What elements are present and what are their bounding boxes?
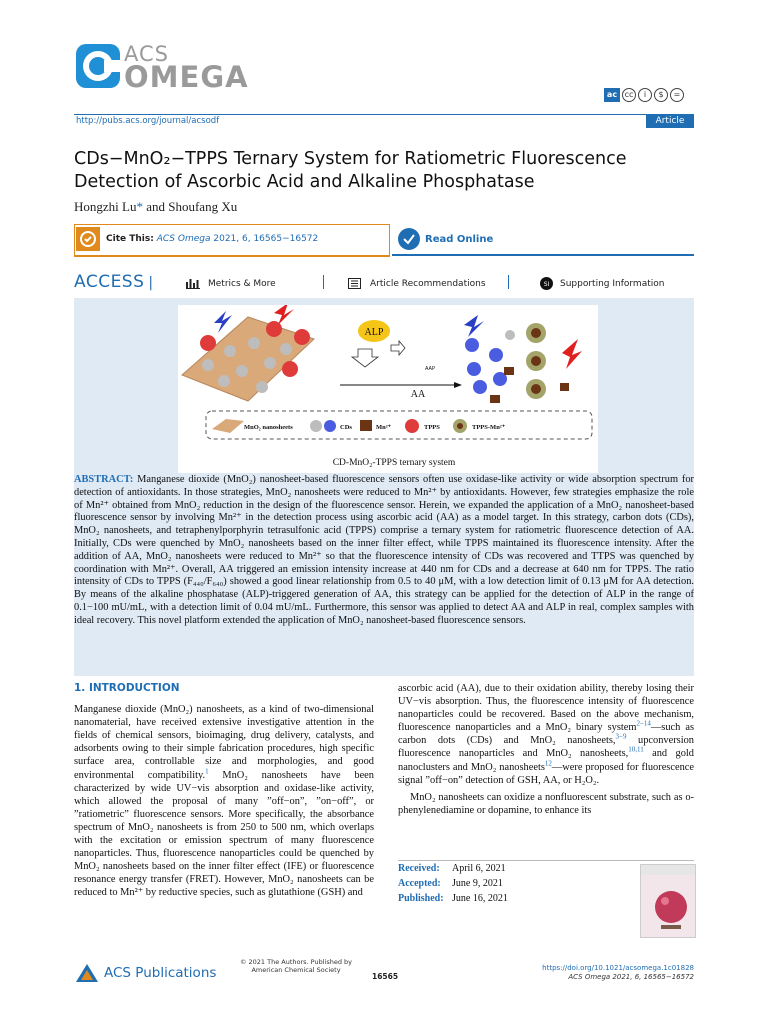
- publisher-name: ACS Publications: [104, 965, 217, 981]
- intro-paragraph-2: MnO₂ nanosheets can oxidize a nonfluores…: [398, 791, 694, 816]
- cite-details[interactable]: 2021, 6, 16565−16572: [210, 234, 319, 244]
- recommendations-document-icon[interactable]: [348, 278, 361, 289]
- legend-cds: CDs: [340, 424, 352, 431]
- access-label: ACCESS|: [74, 272, 154, 292]
- author-xu[interactable]: and Shoufang Xu: [142, 199, 238, 214]
- cite-quote-icon[interactable]: [76, 227, 100, 251]
- supporting-info-icon[interactable]: SI: [540, 277, 553, 290]
- cite-journal-link[interactable]: ACS Omega: [156, 234, 211, 244]
- footer-journal-citation: ACS Omega 2021, 6, 16565−16572: [568, 973, 694, 981]
- copyright-notice: © 2021 The Authors. Published by America…: [239, 958, 353, 974]
- logo-acs-text: ACS: [124, 42, 169, 66]
- cite-this-box: [74, 224, 390, 257]
- toc-aap-label: AAP: [425, 366, 435, 372]
- access-separator: [323, 275, 324, 289]
- intro-paragraph-1: Manganese dioxide (MnO₂) nanosheets, as …: [74, 704, 374, 899]
- page-number: 16565: [372, 972, 399, 981]
- article-recommendations-link[interactable]: Article Recommendations: [370, 279, 486, 289]
- header-rule: [74, 114, 694, 130]
- journal-url-link[interactable]: http://pubs.acs.org/journal/acsodf: [76, 116, 220, 126]
- by-icon[interactable]: i: [638, 88, 652, 102]
- supporting-information-link[interactable]: Supporting Information: [560, 279, 665, 289]
- section-heading-introduction: 1. INTRODUCTION: [74, 682, 180, 694]
- title-line-2: Detection of Ascorbic Acid and Alkaline …: [74, 172, 535, 192]
- toc-aa-label: AA: [411, 389, 426, 400]
- doi-link[interactable]: https://doi.org/10.1021/acsomega.1c01828: [542, 964, 694, 972]
- publication-dates: Received:April 6, 2021 Accepted:June 9, …: [398, 860, 694, 917]
- access-separator: [508, 275, 509, 289]
- accepted-date-row: Accepted:June 9, 2021: [398, 878, 503, 889]
- nd-icon[interactable]: =: [670, 88, 684, 102]
- title-line-1: CDs−MnO₂−TPPS Ternary System for Ratiome…: [74, 149, 627, 169]
- received-date-row: Received:April 6, 2021: [398, 863, 506, 874]
- toc-graphic[interactable]: ALP AAP AA MnO₂ nanosheets CDs Mn²⁺ TPPS…: [178, 303, 598, 473]
- omega-logo-icon: [76, 44, 120, 88]
- legend-mn2: Mn²⁺: [376, 424, 392, 431]
- nc-icon[interactable]: $: [654, 88, 668, 102]
- logo-omega-text: OMEGA: [124, 60, 249, 94]
- read-online-box: [392, 224, 694, 256]
- page-title: CDs−MnO₂−TPPS Ternary System for Ratiome…: [74, 148, 694, 194]
- journal-cover-image[interactable]: [640, 864, 696, 938]
- svg-text:SI: SI: [544, 281, 550, 288]
- footer-citation: https://doi.org/10.1021/acsomega.1c01828…: [520, 964, 694, 982]
- legend-tpps-mn: TPPS-Mn²⁺: [472, 424, 506, 431]
- acs-publications-logo[interactable]: ACS Publications: [74, 962, 234, 988]
- read-online-icon[interactable]: [398, 228, 420, 250]
- abstract-body: Manganese dioxide (MnO₂) nanosheet-based…: [74, 474, 694, 626]
- acs-omega-logo: ACS OMEGA: [74, 40, 274, 96]
- reference-link[interactable]: 12: [544, 759, 552, 768]
- toc-alp-label: ALP: [365, 327, 384, 338]
- cc-icon[interactable]: cc: [622, 88, 636, 102]
- metrics-bar-chart-icon[interactable]: [186, 278, 200, 289]
- intro-right-column: ascorbic acid (AA), due to their oxidati…: [398, 682, 694, 817]
- article-type-badge: Article: [646, 114, 694, 128]
- cite-label: Cite This:: [106, 234, 154, 244]
- cite-text: Cite This: ACS Omega 2021, 6, 16565−1657…: [106, 234, 318, 244]
- author-list: Hongzhi Lu* and Shoufang Xu: [74, 199, 237, 215]
- toc-caption: CD-MnO₂-TPPS ternary system: [333, 458, 456, 468]
- reference-link[interactable]: 2−14: [636, 719, 651, 728]
- reference-link[interactable]: 3−9: [615, 732, 627, 741]
- author-lu[interactable]: Hongzhi Lu: [74, 199, 137, 214]
- metrics-more-link[interactable]: Metrics & More: [208, 279, 276, 289]
- ac-icon[interactable]: ac: [604, 88, 620, 102]
- read-online-link[interactable]: Read Online: [425, 234, 494, 245]
- intro-paragraph-1-continued: ascorbic acid (AA), due to their oxidati…: [398, 683, 694, 786]
- license-icons: ac cc i $ =: [604, 88, 684, 102]
- reference-link[interactable]: 1: [205, 767, 209, 776]
- legend-tpps: TPPS: [424, 424, 440, 431]
- legend-mno2: MnO₂ nanosheets: [244, 424, 293, 431]
- intro-left-column: 1. INTRODUCTION Manganese dioxide (MnO₂)…: [74, 682, 374, 900]
- reference-link[interactable]: 10,11: [628, 746, 644, 754]
- abstract-label: ABSTRACT:: [74, 474, 134, 485]
- published-date-row: Published:June 16, 2021: [398, 893, 508, 904]
- acs-publications-icon: [76, 964, 98, 982]
- abstract-text: ABSTRACT: Manganese dioxide (MnO₂) nanos…: [74, 474, 694, 628]
- corresponding-author-star[interactable]: *: [136, 199, 143, 214]
